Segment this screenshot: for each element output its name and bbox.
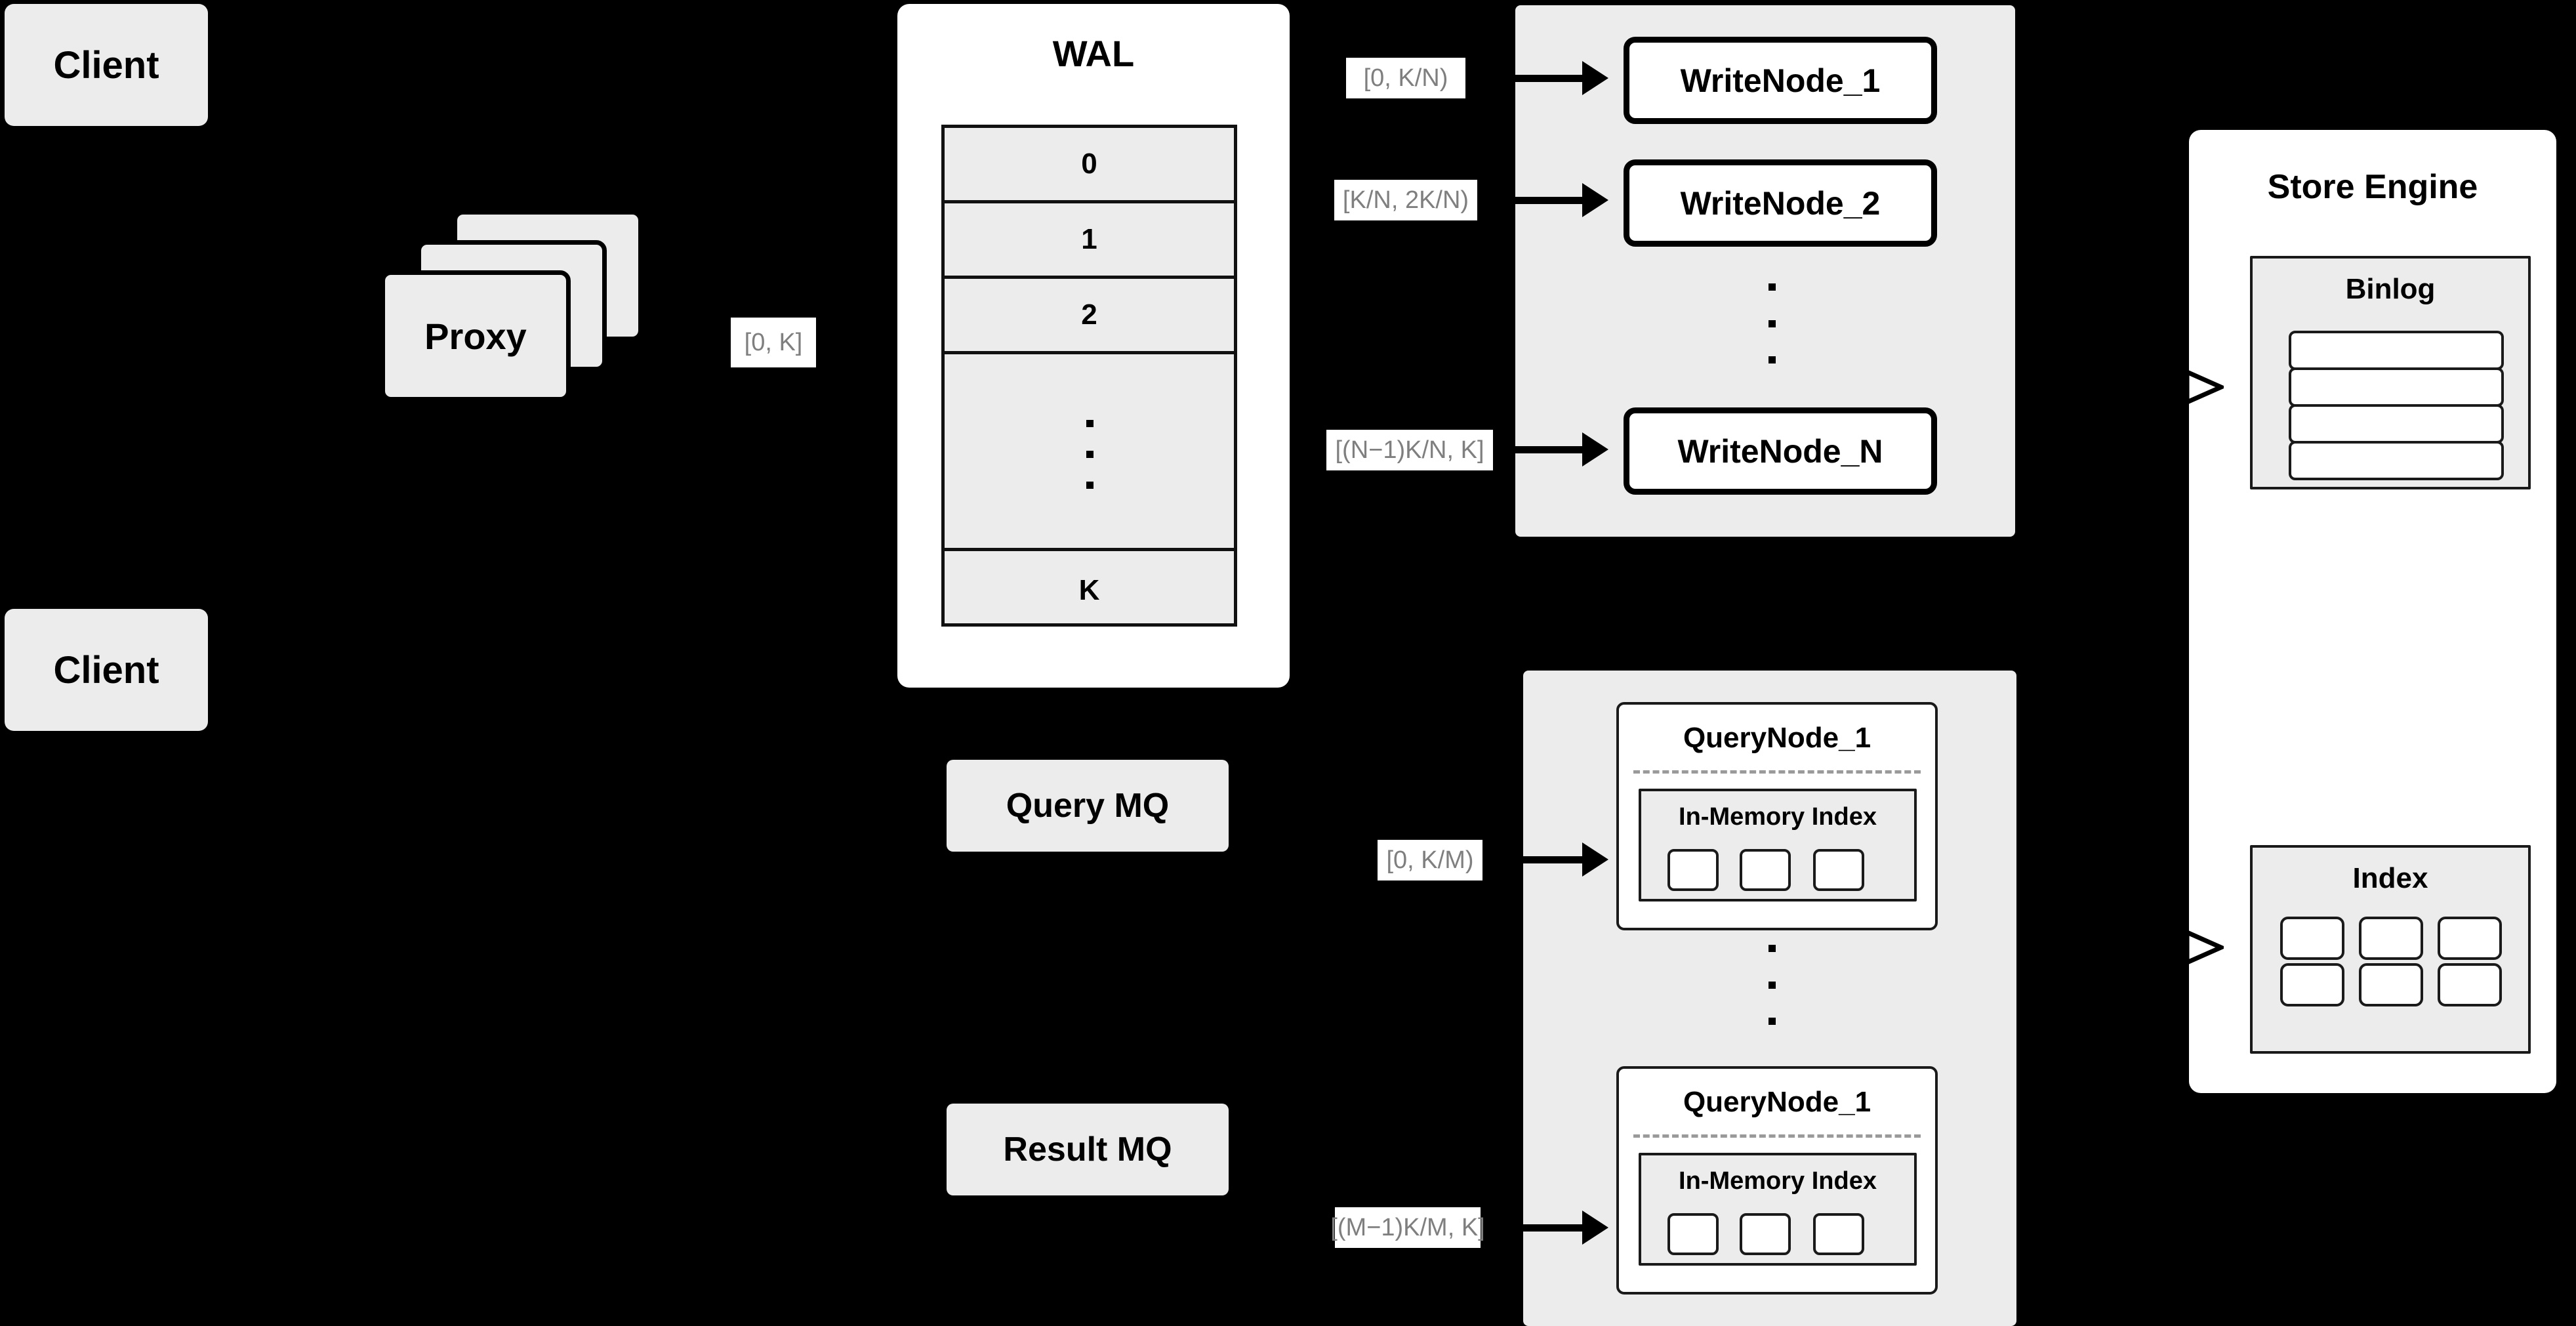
in-memory-index-cell	[1813, 1213, 1864, 1255]
binlog-bar	[2289, 367, 2504, 407]
result-mq-box[interactable]: Result MQ	[947, 1104, 1229, 1195]
index-cell	[2359, 963, 2423, 1006]
wal-row: 0	[945, 128, 1234, 203]
write-node-2-box[interactable]: WriteNode_2	[1624, 159, 1937, 247]
client-box-1[interactable]: Client	[5, 4, 208, 126]
range-label-text: [0, K]	[744, 328, 803, 356]
in-memory-index-title: In-Memory Index	[1641, 1167, 1914, 1195]
range-label-text: [0, K/M)	[1386, 846, 1474, 874]
wal-row: 1	[945, 203, 1234, 279]
arrow-line-query-node-1	[1519, 856, 1595, 863]
arrow-head-open-binlog-icon	[2184, 369, 2224, 405]
write-node-n-box[interactable]: WriteNode_N	[1624, 407, 1937, 495]
write-node-1-box[interactable]: WriteNode_1	[1624, 37, 1937, 124]
arrow-line-binlog	[2155, 384, 2191, 390]
query-node-1-title: QueryNode_1	[1619, 722, 1935, 755]
index-cell	[2280, 963, 2344, 1006]
in-memory-index-cell	[1813, 849, 1864, 891]
write-node-n-label: WriteNode_N	[1677, 432, 1883, 470]
binlog-title: Binlog	[2253, 273, 2528, 306]
query-node-m-in-memory-index: In-Memory Index	[1639, 1153, 1917, 1266]
query-node-1-box[interactable]: QueryNode_1 In-Memory Index	[1616, 702, 1938, 930]
wal-title-text: WAL	[1052, 32, 1135, 74]
arrow-head-write-node-n	[1582, 432, 1608, 466]
range-label-proxy-to-wal: [0, K]	[731, 318, 816, 367]
wal-cell: K	[1078, 574, 1100, 606]
write-node-1-label: WriteNode_1	[1680, 62, 1881, 99]
wal-cell: 0	[1081, 148, 1097, 180]
binlog-bar	[2289, 441, 2504, 480]
query-node-m-divider	[1633, 1134, 1921, 1138]
client-label-2: Client	[53, 648, 159, 692]
arrow-line-index	[2155, 945, 2191, 950]
write-node-2-label: WriteNode_2	[1680, 184, 1881, 222]
wal-row-ellipsis	[945, 354, 1234, 551]
arrow-head-write-node-2	[1582, 183, 1608, 217]
index-cell	[2280, 917, 2344, 960]
query-mq-label: Query MQ	[1006, 787, 1170, 825]
binlog-bar	[2289, 404, 2504, 444]
index-cell	[2359, 917, 2423, 960]
in-memory-index-cell	[1740, 849, 1791, 891]
range-label-query-node-m: [(M−1)K/M, K]	[1330, 1207, 1485, 1248]
query-node-1-divider	[1633, 770, 1921, 774]
wal-cell: 1	[1081, 223, 1097, 255]
arrow-line-write-node-1	[1502, 75, 1594, 82]
write-cluster-vertical-ellipsis	[1768, 283, 1776, 363]
range-label-text: [(M−1)K/M, K]	[1330, 1213, 1485, 1241]
in-memory-index-title-text: In-Memory Index	[1679, 803, 1877, 831]
range-label-write-node-2: [K/N, 2K/N)	[1334, 180, 1477, 220]
query-node-title-text: QueryNode_1	[1683, 722, 1871, 754]
binlog-panel: Binlog	[2250, 256, 2531, 489]
arrow-head-open-index-icon	[2184, 930, 2224, 965]
index-title: Index	[2253, 862, 2528, 895]
binlog-bar	[2289, 331, 2504, 370]
client-box-2[interactable]: Client	[5, 609, 208, 731]
in-memory-index-cell	[1740, 1213, 1791, 1255]
query-node-1-in-memory-index: In-Memory Index	[1639, 789, 1917, 901]
wal-cell: 2	[1081, 299, 1097, 331]
proxy-label: Proxy	[424, 315, 527, 357]
arrow-head-query-node-m	[1582, 1211, 1608, 1245]
arrow-head-write-node-1	[1582, 61, 1608, 95]
arrow-line-query-node-m	[1515, 1224, 1595, 1232]
proxy-stack[interactable]: Proxy	[380, 210, 682, 433]
arrow-line-write-node-2	[1509, 197, 1595, 204]
range-label-text: [K/N, 2K/N)	[1342, 186, 1469, 214]
index-cell	[2438, 963, 2502, 1006]
client-label-1: Client	[53, 43, 159, 87]
arrow-head-query-node-1	[1582, 842, 1608, 877]
index-title-text: Index	[2352, 862, 2428, 894]
wal-row: K	[945, 551, 1234, 630]
store-engine-title: Store Engine	[2189, 167, 2556, 207]
store-engine-title-text: Store Engine	[2267, 168, 2478, 206]
in-memory-index-title-text: In-Memory Index	[1679, 1167, 1877, 1195]
result-mq-label: Result MQ	[1003, 1130, 1172, 1169]
range-label-text: [(N−1)K/N, K]	[1335, 436, 1484, 464]
in-memory-index-cell	[1667, 849, 1719, 891]
query-node-title-text: QueryNode_1	[1683, 1086, 1871, 1118]
query-mq-box[interactable]: Query MQ	[947, 760, 1229, 852]
index-cell	[2438, 917, 2502, 960]
binlog-title-text: Binlog	[2345, 273, 2436, 305]
query-node-m-title: QueryNode_1	[1619, 1086, 1935, 1119]
query-cluster-vertical-ellipsis	[1768, 945, 1776, 1025]
arrow-line-write-node-n	[1515, 446, 1595, 453]
wal-vertical-ellipsis	[1086, 420, 1094, 489]
in-memory-index-cell	[1667, 1213, 1719, 1255]
range-label-text: [0, K/N)	[1363, 64, 1448, 92]
in-memory-index-title: In-Memory Index	[1641, 803, 1914, 831]
proxy-front[interactable]: Proxy	[380, 270, 571, 402]
range-label-query-node-1: [0, K/M)	[1378, 840, 1482, 881]
index-panel: Index	[2250, 845, 2531, 1054]
range-label-write-node-n: [(N−1)K/N, K]	[1326, 430, 1493, 470]
range-label-write-node-1: [0, K/N)	[1346, 58, 1465, 98]
wal-table: 0 1 2 K	[941, 125, 1237, 627]
query-node-m-box[interactable]: QueryNode_1 In-Memory Index	[1616, 1066, 1938, 1295]
wal-title: WAL	[897, 32, 1290, 74]
wal-row: 2	[945, 279, 1234, 354]
